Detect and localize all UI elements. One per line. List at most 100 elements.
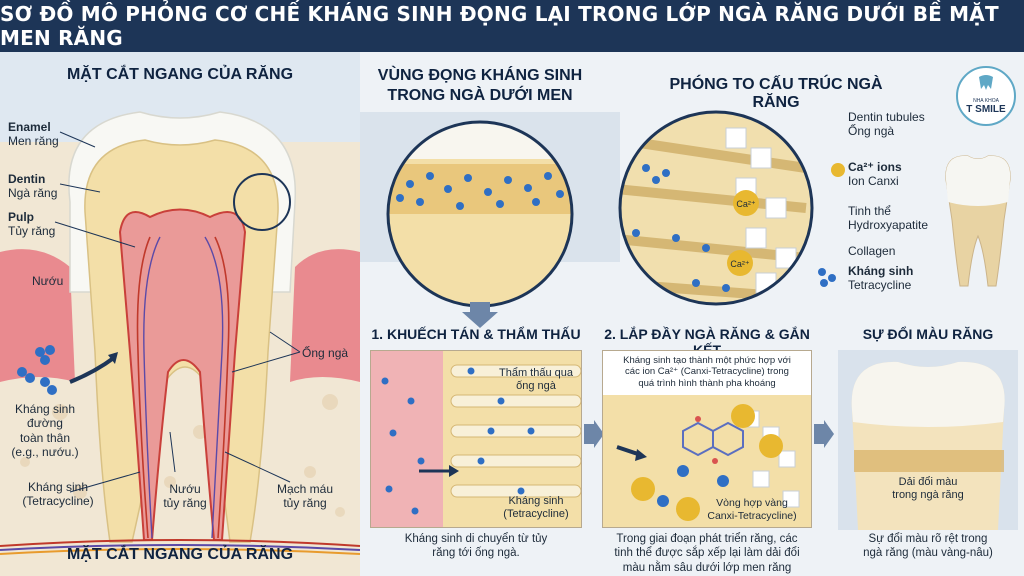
down-arrow-icon	[462, 302, 498, 328]
step-1-antibiotic-label: Kháng sinh (Tetracycline)	[491, 495, 581, 521]
complex-note-line-1: Kháng sinh tạo thành một phức hợp với	[623, 355, 791, 366]
ca-symbol-2: Ca²⁺	[730, 259, 750, 269]
permeation-line-1: Thẩm thấu qua	[499, 367, 573, 379]
dentin-label-vi: Ngà răng	[8, 186, 58, 201]
dentin-label: Dentin Ngà răng	[8, 172, 57, 201]
antibiotic-line-2: (Tetracycline)	[22, 494, 94, 509]
permeation-line-2: ống ngà	[516, 380, 556, 393]
gum-pulp-line-1: Nướu	[169, 482, 201, 496]
diffusion-illustration	[371, 351, 581, 527]
zone-header-line-1: VÙNG ĐỌNG KHÁNG SINH	[377, 67, 583, 84]
cross-section-panel: MẶT CẮT NGANG CỦA RĂNG Enamel Men răng D…	[0, 52, 360, 576]
tubules-vi: Ống ngà	[848, 124, 895, 139]
complex-note-line-3: quá trình hình thành pha khoáng	[638, 377, 776, 389]
band-line-1: Dải đổi màu	[898, 476, 958, 488]
deposit-zone-magnified	[386, 120, 574, 308]
step-1-cap-line-2: răng tới ống ngà.	[432, 547, 520, 560]
systemic-line-2: đường	[27, 416, 63, 431]
step-1-header: 1. KHUẾCH TÁN & THẨM THẤU	[371, 326, 581, 342]
page-title: SƠ ĐỒ MÔ PHỎNG CƠ CHẾ KHÁNG SINH ĐỌNG LẠ…	[0, 2, 999, 50]
band-label: Dải đổi màu trong ngà răng	[866, 476, 990, 502]
t-smile-logo: NHA KHOA T SMILE	[956, 66, 1016, 126]
step-3-cap-line-1: Sự đổi màu rõ rệt trong	[868, 533, 988, 545]
binding-illustration	[603, 351, 811, 527]
pulp-label-vi: Tủy răng	[8, 224, 56, 239]
enamel-label-vi: Men răng	[8, 134, 59, 149]
step-1-abx-line-2: (Tetracycline)	[503, 508, 569, 521]
calcium-label: Ca²⁺ ions Ion Canxi	[848, 160, 902, 189]
ca-en: Ca²⁺ ions	[848, 160, 902, 174]
vessel-line-2: tủy răng	[283, 496, 327, 511]
step-3-panel: SỰ ĐỔI MÀU RĂNG Dải đổi màu trong ngà ră…	[836, 318, 1020, 576]
ring-line-2: Canxi-Tetracycline)	[707, 509, 797, 522]
step-arrow-1-icon	[584, 420, 604, 448]
pulp-vessel-label: Mạch máu tủy răng	[270, 482, 340, 511]
tubules-en: Dentin tubules	[848, 110, 925, 124]
hydro-line-1: Tinh thể	[848, 204, 891, 218]
gum-label: Nướu	[32, 274, 64, 288]
step-2-cap-line-1: Trong giai đoạn phát triển răng, các	[616, 533, 798, 545]
ring-label: Vòng hợp vàng Canxi-Tetracycline)	[697, 497, 807, 522]
step-2-cap-line-3: màu nằm sâu dưới lớp men răng	[622, 561, 792, 574]
step-1-abx-line-1: Kháng sinh	[508, 495, 564, 507]
hydroxyapatite-label: Tinh thể Hydroxyapatite	[848, 204, 928, 233]
tooth-logo-icon	[979, 75, 993, 90]
whole-tooth-icon	[945, 155, 1011, 287]
zone-header: VÙNG ĐỌNG KHÁNG SINH TRONG NGÀ DƯỚI MEN	[360, 66, 600, 106]
step-3-caption: Sự đổi màu rõ rệt trong ngà răng (màu và…	[836, 532, 1020, 561]
title-bar: SƠ ĐỒ MÔ PHỎNG CƠ CHẾ KHÁNG SINH ĐỌNG LẠ…	[0, 0, 1024, 52]
calcium-legend-icon	[831, 163, 845, 177]
zone-header-line-2: TRONG NGÀ DƯỚI MEN	[387, 87, 573, 104]
step-2-cap-line-2: tinh thể được sắp xếp lại làm dải đổi	[614, 547, 800, 560]
dentin-label-en: Dentin	[8, 172, 46, 186]
step-2-diagram: Kháng sinh tạo thành một phức hợp với cá…	[602, 350, 812, 528]
ca-symbol-1: Ca²⁺	[736, 199, 756, 209]
systemic-line-3: toàn thân	[19, 430, 71, 445]
step-3-cap-line-2: ngà răng (màu vàng-nâu)	[863, 547, 993, 560]
step-3-header: SỰ ĐỔI MÀU RĂNG	[862, 326, 994, 342]
antibiotic-tetracycline-label: Kháng sinh (Tetracycline)	[10, 480, 106, 509]
step-1-cap-line-1: Kháng sinh di chuyển từ tủy	[404, 533, 548, 545]
pulp-label-en: Pulp	[8, 210, 34, 224]
deposit-zone-panel: VÙNG ĐỌNG KHÁNG SINH TRONG NGÀ DƯỚI MEN	[360, 52, 600, 328]
step-1-panel: 1. KHUẾCH TÁN & THẨM THẤU Thẩm thấu qua	[364, 318, 588, 576]
step-2-panel: 2. LẮP ĐẦY NGÀ RĂNG & GẮN KẾT Khá	[600, 318, 814, 576]
band-line-2: trong ngà răng	[892, 489, 964, 502]
antibiotic-line-1: Kháng sinh	[27, 480, 89, 494]
step-2-caption: Trong giai đoạn phát triển răng, các tin…	[600, 532, 814, 575]
dentin-zoom-panel: PHÓNG TO CẤU TRÚC NGÀ RĂNG	[606, 52, 1024, 314]
zoom-header: PHÓNG TO CẤU TRÚC NGÀ RĂNG	[669, 76, 883, 111]
systemic-antibiotic-label: Kháng sinh đường toàn thân (e.g., nướu.)	[6, 402, 84, 460]
abx-line-2: Tetracycline	[848, 278, 912, 293]
complex-note: Kháng sinh tạo thành một phức hợp với cá…	[607, 355, 807, 389]
cross-section-header-top: MẶT CẮT NGANG CỦA RĂNG	[66, 66, 294, 83]
tooth-cross-section-illustration	[0, 52, 360, 576]
tubules-zoom-label: Dentin tubules Ống ngà	[848, 110, 925, 139]
step-1-caption: Kháng sinh di chuyển từ tủy răng tới ống…	[364, 532, 588, 561]
ring-line-1: Vòng hợp vàng	[716, 497, 788, 509]
cross-section-header-bottom: MẶT CẮT NGANG CỦA RĂNG	[66, 546, 294, 563]
logo-name: T SMILE	[966, 104, 1006, 115]
vessel-line-1: Mạch máu	[276, 482, 334, 496]
antibiotic-molecule-icon	[818, 268, 836, 287]
dentin-zoom-illustration: Ca²⁺ Ca²⁺	[618, 110, 814, 306]
tubules-label: Ống ngà	[302, 346, 349, 360]
systemic-line-1: Kháng sinh	[14, 402, 76, 416]
step-1-diagram: Thẩm thấu qua ống ngà Kháng sinh (Tetrac…	[370, 350, 582, 528]
complex-note-line-2: các ion Ca²⁺ (Canxi-Tetracycline) trong	[625, 366, 789, 378]
collagen-label: Collagen	[848, 244, 896, 258]
pulp-label: Pulp Tủy răng	[8, 210, 55, 239]
logo-small-text: NHA KHOA	[973, 98, 999, 104]
antibiotic-zoom-label: Kháng sinh Tetracycline	[848, 264, 913, 293]
gum-pulp-line-2: tủy răng	[163, 496, 207, 511]
ca-vi: Ion Canxi	[848, 174, 899, 189]
permeation-label: Thẩm thấu qua ống ngà	[491, 367, 581, 393]
gum-pulp-label: Nướu tủy răng	[155, 482, 215, 511]
enamel-label: Enamel Men răng	[8, 120, 59, 149]
discolored-tooth-illustration	[838, 350, 1018, 530]
enamel-label-en: Enamel	[8, 120, 51, 134]
step-arrow-2-icon	[814, 420, 834, 448]
systemic-line-4: (e.g., nướu.)	[11, 445, 79, 460]
hydro-line-2: Hydroxyapatite	[848, 218, 929, 233]
abx-line-1: Kháng sinh	[848, 264, 914, 278]
